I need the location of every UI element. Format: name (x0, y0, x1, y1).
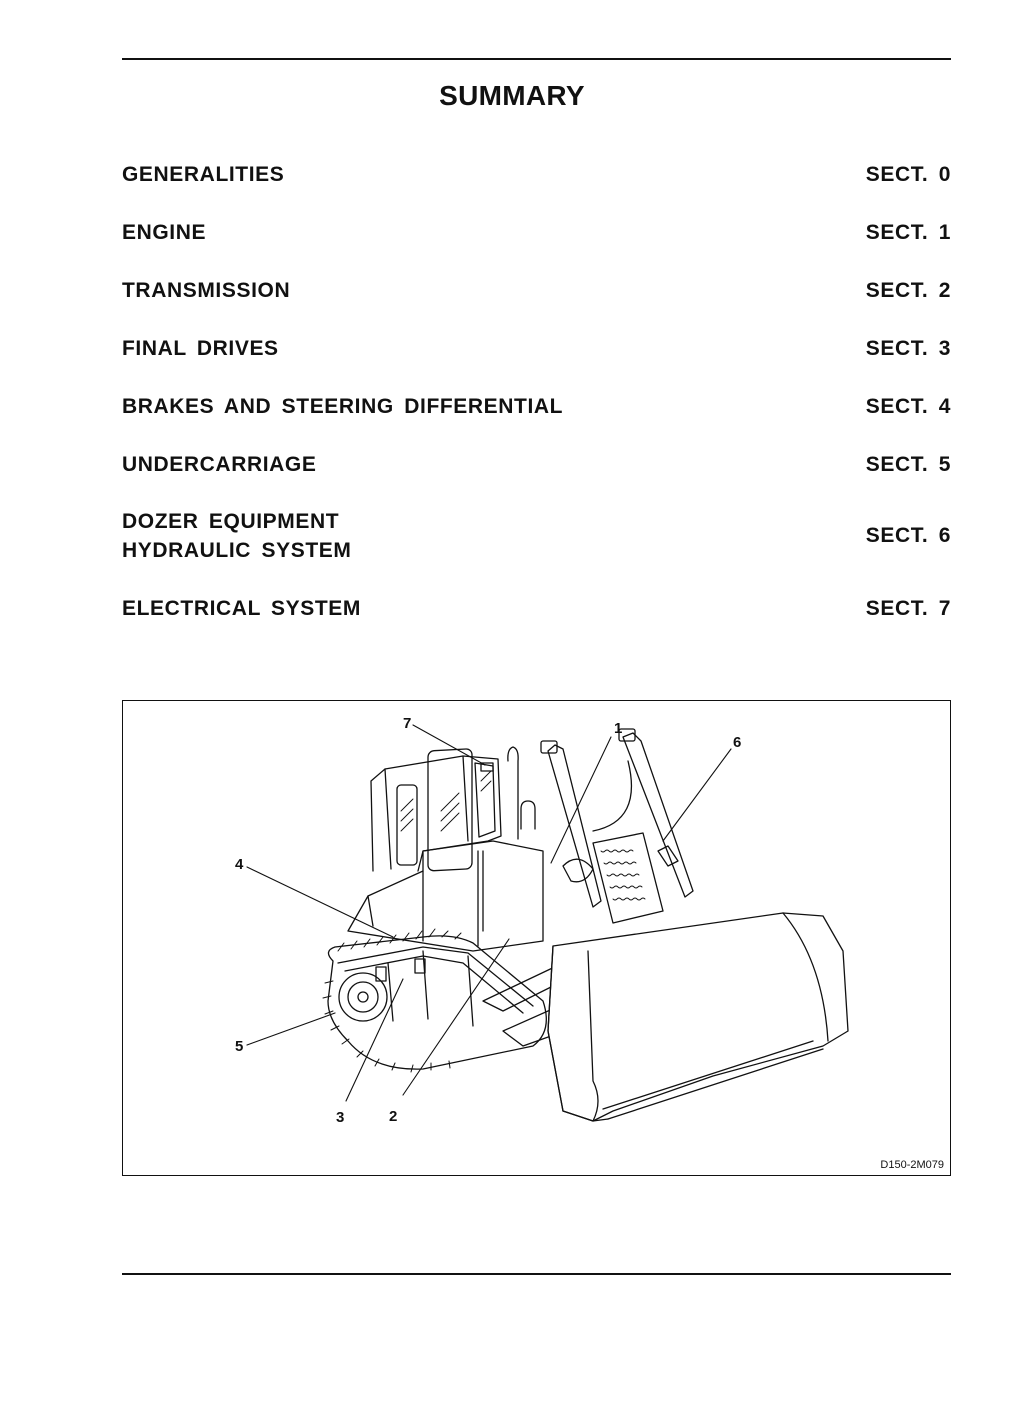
toc-label: GENERALITIES (122, 163, 285, 186)
bulldozer-drawing (246, 724, 849, 1122)
callout-6: 6 (733, 734, 741, 751)
top-rule (122, 58, 951, 60)
callout-7: 7 (403, 715, 411, 732)
toc-section: SECT. 1 (865, 220, 951, 244)
dozer-illustration: 7 1 6 4 5 3 2 (235, 715, 849, 1126)
toc-row-brakes: BRAKES AND STEERING DIFFERENTIAL SECT. 4 (122, 392, 951, 421)
toc-label-line-2: HYDRAULIC SYSTEM (122, 539, 352, 562)
toc-row-generalities: GENERALITIES SECT. 0 (122, 160, 951, 189)
toc-section: SECT. 4 (865, 394, 951, 418)
toc-label: DOZER EQUIPMENT HYDRAULIC SYSTEM (122, 507, 351, 565)
toc-label-line-1: DOZER EQUIPMENT (122, 510, 340, 533)
page-title: SUMMARY (439, 80, 585, 111)
toc-label: FINAL DRIVES (122, 337, 279, 360)
callout-1: 1 (614, 720, 622, 737)
callout-5: 5 (235, 1038, 243, 1055)
toc-label: UNDERCARRIAGE (122, 453, 317, 476)
callout-4: 4 (235, 856, 244, 873)
toc-row-undercarriage: UNDERCARRIAGE SECT. 5 (122, 450, 951, 479)
toc-row-final-drives: FINAL DRIVES SECT. 3 (122, 334, 951, 363)
toc-label: ELECTRICAL SYSTEM (122, 597, 361, 620)
dozer-figure: 7 1 6 4 5 3 2 D150-2M079 (122, 700, 951, 1176)
toc-section: SECT. 0 (865, 162, 951, 186)
toc-row-electrical: ELECTRICAL SYSTEM SECT. 7 (122, 594, 951, 623)
toc-row-transmission: TRANSMISSION SECT. 2 (122, 276, 951, 305)
figure-id: D150-2M079 (880, 1159, 944, 1171)
toc-section: SECT. 7 (865, 596, 951, 620)
toc-label: ENGINE (122, 221, 207, 244)
callout-3: 3 (336, 1109, 344, 1126)
callout-2: 2 (389, 1108, 397, 1125)
toc-section: SECT. 2 (865, 278, 951, 302)
toc-row-engine: ENGINE SECT. 1 (122, 218, 951, 247)
toc-label: TRANSMISSION (122, 279, 291, 302)
toc-label: BRAKES AND STEERING DIFFERENTIAL (122, 395, 564, 418)
toc-section: SECT. 3 (865, 336, 951, 360)
bottom-rule (122, 1273, 951, 1275)
toc-row-dozer-hydraulic: DOZER EQUIPMENT HYDRAULIC SYSTEM SECT. 6 (122, 507, 951, 565)
toc-section: SECT. 6 (865, 524, 951, 547)
toc-section: SECT. 5 (865, 452, 951, 476)
